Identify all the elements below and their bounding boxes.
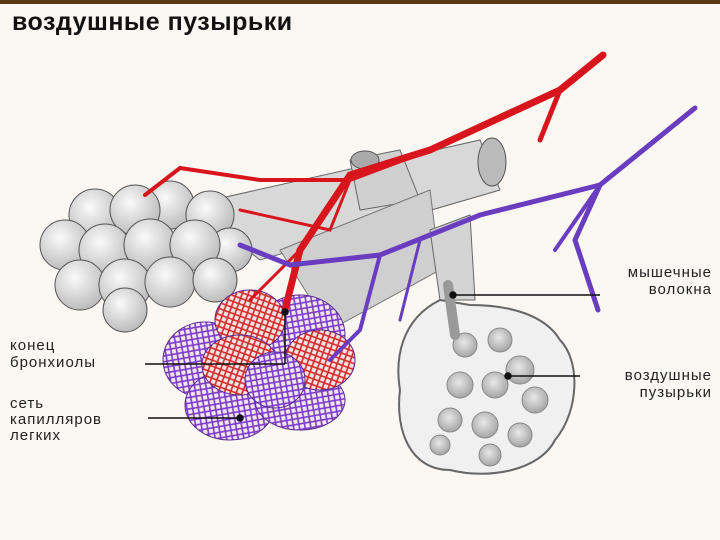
- label-capillary-net: сеть капилляров легких: [10, 396, 102, 444]
- capillary-net-cluster: [162, 289, 356, 441]
- label-line: конец: [10, 337, 56, 354]
- artery: [143, 51, 607, 314]
- label-line: пузырьки: [639, 384, 712, 401]
- label-line: капилляров: [10, 411, 103, 428]
- label-alveoli: воздушные пузырьки: [625, 367, 712, 401]
- alveoli-cluster-left: [39, 180, 253, 333]
- label-line: легких: [10, 427, 62, 444]
- pointer-lines: [145, 291, 600, 422]
- label-line: мышечные: [627, 264, 712, 281]
- label-line: воздушные: [624, 367, 712, 384]
- vein: [237, 105, 698, 362]
- alveoli-section: [397, 280, 576, 475]
- label-muscle-fibers: мышечные волокна: [628, 264, 712, 298]
- top-border: [0, 0, 720, 4]
- page-title: воздушные пузырьки: [12, 8, 293, 36]
- label-line: бронхиолы: [10, 354, 96, 371]
- label-line: волокна: [648, 281, 712, 298]
- label-bronchiole-end: конец бронхиолы: [10, 337, 96, 371]
- label-line: сеть: [10, 395, 45, 412]
